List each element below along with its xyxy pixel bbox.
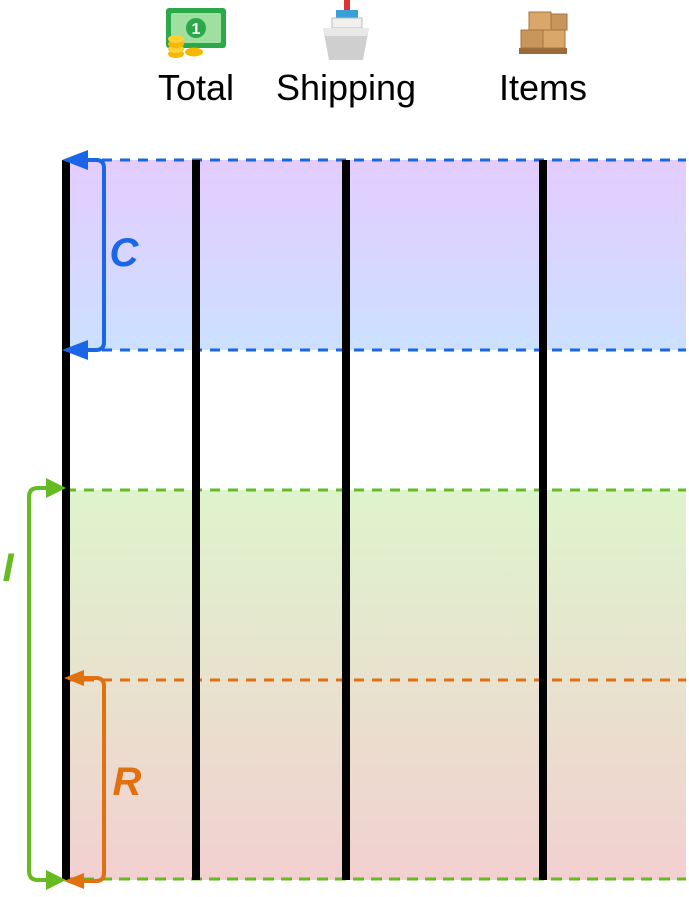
column-label-total: Total xyxy=(157,67,235,108)
column-label-items: Items xyxy=(498,67,587,108)
svg-text:1: 1 xyxy=(192,21,201,38)
money-icon: 1 xyxy=(166,8,226,58)
bracket-r: R xyxy=(64,670,142,889)
bracket-r-label: R xyxy=(113,760,142,804)
bracket-c: C xyxy=(62,150,140,360)
band-c xyxy=(66,160,686,350)
boxes-icon xyxy=(519,11,568,54)
bracket-c-label: C xyxy=(110,231,140,275)
column-label-shipping: Shipping xyxy=(275,67,417,108)
band-i xyxy=(66,490,686,880)
bracket-i: I xyxy=(2,478,66,890)
ship-icon xyxy=(323,0,369,60)
bracket-i-label: I xyxy=(2,546,14,590)
